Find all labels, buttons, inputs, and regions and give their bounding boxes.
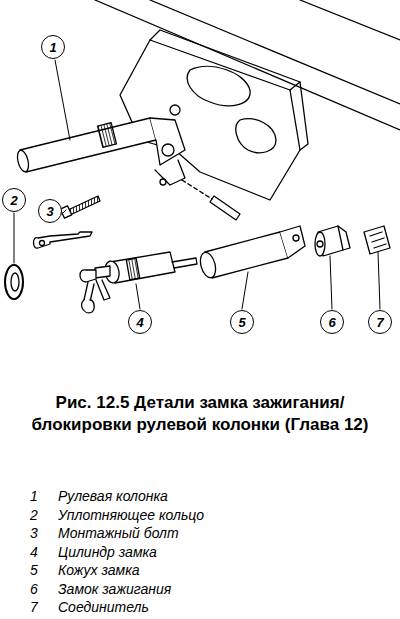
assembly-line — [182, 180, 212, 199]
callout-circle: 5 — [230, 310, 254, 334]
housing-mouth — [198, 251, 218, 280]
part-name: Соединитель — [58, 598, 149, 616]
bracket-hole — [236, 119, 276, 153]
bolt-head — [60, 206, 71, 218]
steering-column — [20, 118, 156, 172]
list-number: 2 — [30, 506, 38, 524]
callout-number: 1 — [49, 41, 56, 54]
seal-ring-inner — [11, 273, 19, 291]
hanging-key — [84, 282, 94, 302]
figure-caption: Рис. 12.5 Детали замка зажигания/ блокир… — [30, 392, 370, 436]
panel-edge — [300, 0, 400, 40]
flange-hole — [293, 235, 299, 241]
list-number: 6 — [30, 580, 38, 598]
list-number: 7 — [30, 598, 38, 616]
cylinder-tail — [172, 258, 197, 268]
callout-number: 6 — [328, 316, 335, 329]
connector — [364, 226, 390, 254]
key-in-lock — [95, 266, 110, 278]
callout-circle: 3 — [38, 199, 62, 223]
bracket-hole — [170, 105, 180, 115]
bracket-edge — [150, 30, 300, 90]
part-name: Уплотняющее кольцо — [58, 506, 204, 524]
part-name: Кожух замка — [58, 561, 140, 579]
housing-pin — [210, 196, 240, 220]
switch-face — [315, 232, 325, 256]
lug-hole — [160, 179, 166, 185]
lock-boss — [150, 118, 185, 165]
column-end — [15, 149, 30, 173]
hanging-key-bow — [82, 300, 95, 313]
callout-circle: 1 — [41, 35, 65, 59]
list-number: 1 — [30, 487, 38, 505]
seal-ring — [5, 265, 23, 299]
callout-number: 4 — [136, 316, 143, 329]
callout-circle: 6 — [320, 310, 344, 334]
callout-number: 5 — [238, 316, 245, 329]
lock-boss-hole — [162, 144, 174, 156]
hanging-key — [96, 280, 110, 300]
callout-number: 2 — [10, 194, 17, 207]
list-number: 3 — [30, 524, 38, 542]
callout-circle: 7 — [368, 310, 392, 334]
key — [34, 232, 93, 248]
list-number: 4 — [30, 543, 38, 561]
bracket-hole — [187, 66, 250, 105]
callout-number: 7 — [376, 316, 383, 329]
housing-flange — [280, 226, 305, 258]
part-name: Замок зажигания — [58, 580, 171, 598]
list-number: 5 — [30, 561, 38, 579]
leader-lines — [14, 60, 380, 309]
callout-circle: 2 — [2, 188, 26, 212]
part-name: Рулевая колонка — [58, 487, 168, 505]
lock-cylinder — [110, 252, 175, 283]
column-splines — [98, 123, 117, 148]
lock-housing — [205, 232, 288, 278]
switch-spindle — [317, 241, 323, 247]
cylinder-ribs — [126, 258, 139, 279]
part-name: Монтажный болт — [58, 524, 179, 542]
bracket-edge — [300, 82, 308, 150]
bolt-shank — [68, 196, 100, 215]
key-hole — [40, 241, 45, 246]
callout-number: 3 — [46, 205, 53, 218]
lock-boss-lug — [155, 160, 185, 185]
connector-pins — [370, 232, 386, 248]
callout-circle: 4 — [128, 310, 152, 334]
switch-back — [338, 226, 350, 250]
key-bow — [80, 270, 96, 282]
part-name: Цилиндр замка — [58, 543, 157, 561]
